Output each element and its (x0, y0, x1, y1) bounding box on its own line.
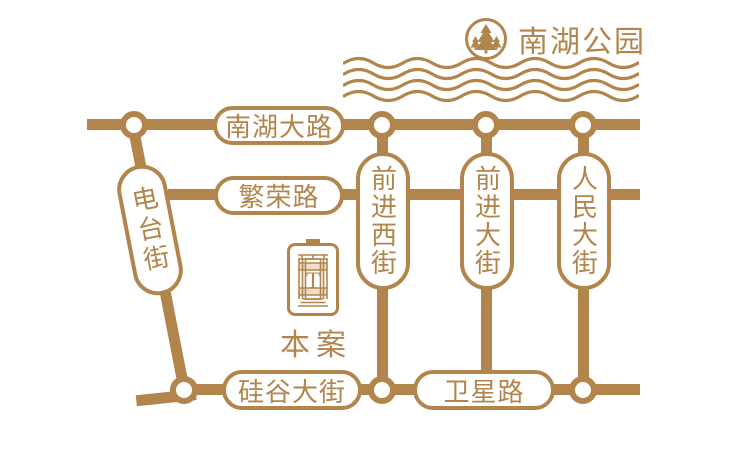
park-badge: 南湖公园 (464, 17, 646, 61)
intersection-node (569, 376, 597, 404)
road-line-guigu-weixing (184, 384, 640, 395)
intersection-node (569, 111, 597, 139)
road-label-weixing-road: 卫星路 (413, 370, 555, 410)
water-waves-icon (343, 56, 639, 103)
site-logo-letter: T (306, 268, 320, 293)
park-label: 南湖公园 (518, 26, 646, 59)
road-label-fanrong-road: 繁荣路 (214, 176, 344, 215)
road-label-diantai-street: 电台街 (112, 160, 188, 300)
road-label-qianjin-west-street: 前进西街 (356, 152, 410, 290)
pine-trees-icon (465, 18, 507, 60)
road-label-renmin-avenue: 人民大街 (557, 152, 611, 290)
intersection-node (120, 111, 148, 139)
intersection-node (368, 111, 396, 139)
intersection-node (368, 376, 396, 404)
intersection-node (170, 376, 198, 404)
road-label-guigu-avenue: 硅谷大街 (222, 370, 362, 410)
road-label-nanhu-avenue: 南湖大路 (213, 106, 345, 145)
site-marker-tab (306, 239, 320, 245)
site-logo-icon: T (287, 243, 339, 316)
road-line-nanhu-avenue (87, 119, 640, 130)
site-label: 本案 (280, 329, 352, 362)
intersection-node (472, 111, 500, 139)
road-label-qianjin-avenue: 前进大街 (460, 152, 514, 290)
